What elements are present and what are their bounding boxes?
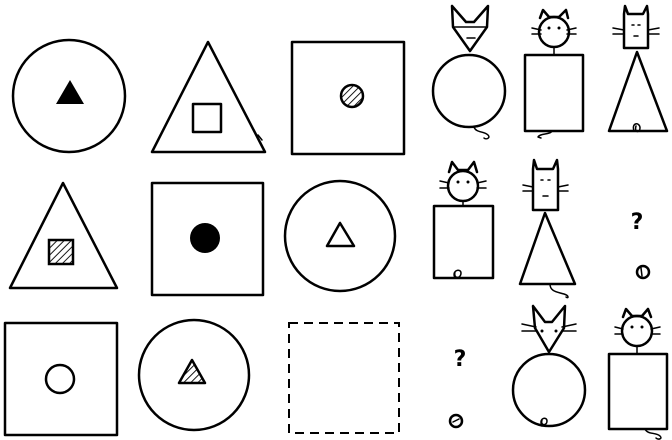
whiskers (522, 324, 576, 331)
circle-body (513, 354, 585, 426)
eye-right (467, 181, 470, 184)
cell-missing-answer[interactable] (289, 323, 399, 433)
round-head (539, 17, 569, 47)
cats-puzzle: ? ? (433, 6, 667, 439)
face (541, 180, 550, 196)
missing-cat-answer-1[interactable]: ? (631, 210, 649, 278)
eye-left (631, 326, 634, 329)
missing-cat-answer-2[interactable]: ? (450, 347, 466, 427)
eye-left (457, 181, 460, 184)
triangle-body (520, 213, 575, 284)
solid-triangle (56, 80, 84, 104)
eye-left (548, 27, 551, 30)
cell-square-solid-circle (152, 183, 263, 295)
hatched-circle (341, 85, 363, 107)
whiskers (613, 28, 659, 34)
question-mark: ? (454, 347, 467, 372)
outer-triangle (152, 42, 265, 152)
tail (633, 124, 640, 132)
cat-round-head-square-body (525, 10, 583, 138)
square-body (609, 354, 667, 429)
tail-hint-icon (637, 266, 649, 278)
hatched-square (49, 240, 73, 264)
round-head (448, 171, 478, 201)
cell-circle-empty-triangle (285, 181, 395, 291)
shapes-puzzle (5, 40, 404, 435)
eye-right (558, 27, 561, 30)
dashed-answer-square[interactable] (289, 323, 399, 433)
cat-round-head-square-body-2 (434, 162, 493, 278)
tail-hint-mark (453, 419, 459, 422)
square-body (525, 55, 583, 131)
empty-triangle (327, 223, 354, 246)
fox-head (452, 6, 488, 51)
tail-hint-mark (641, 268, 642, 276)
face (632, 25, 640, 36)
outer-square (5, 323, 117, 435)
tail (474, 127, 489, 139)
fox-head (533, 306, 565, 352)
empty-square (193, 104, 221, 132)
eye-right (641, 326, 644, 329)
cat-square-head-triangle-body-2 (520, 160, 575, 298)
tail (645, 429, 661, 439)
cat-fox-head-circle-body (433, 6, 505, 139)
cell-triangle-hatched-square (10, 183, 117, 288)
cat-round-head-square-body-3 (609, 309, 667, 439)
cell-circle-solid-triangle (13, 40, 125, 152)
square-head (624, 6, 648, 48)
eye-left (541, 330, 544, 333)
round-head (622, 316, 652, 346)
outer-circle (285, 181, 395, 291)
triangle-body (609, 52, 667, 131)
square-body (434, 206, 493, 278)
cell-circle-hatched-triangle (139, 320, 249, 430)
question-mark: ? (631, 210, 644, 235)
circle-body (433, 55, 505, 127)
cell-square-hatched-circle (292, 42, 404, 154)
cell-square-empty-circle (5, 323, 117, 435)
hatched-triangle (179, 360, 205, 383)
square-head (533, 160, 558, 210)
cat-square-head-triangle-body (609, 6, 667, 132)
tail (550, 284, 568, 298)
whiskers (523, 185, 568, 191)
eye-right (555, 330, 558, 333)
outer-triangle (10, 183, 117, 288)
cell-triangle-empty-square (152, 42, 265, 152)
empty-circle (46, 365, 74, 393)
cat-fox-head-circle-body-2 (513, 306, 585, 426)
tail (454, 270, 461, 278)
solid-circle (190, 223, 220, 253)
